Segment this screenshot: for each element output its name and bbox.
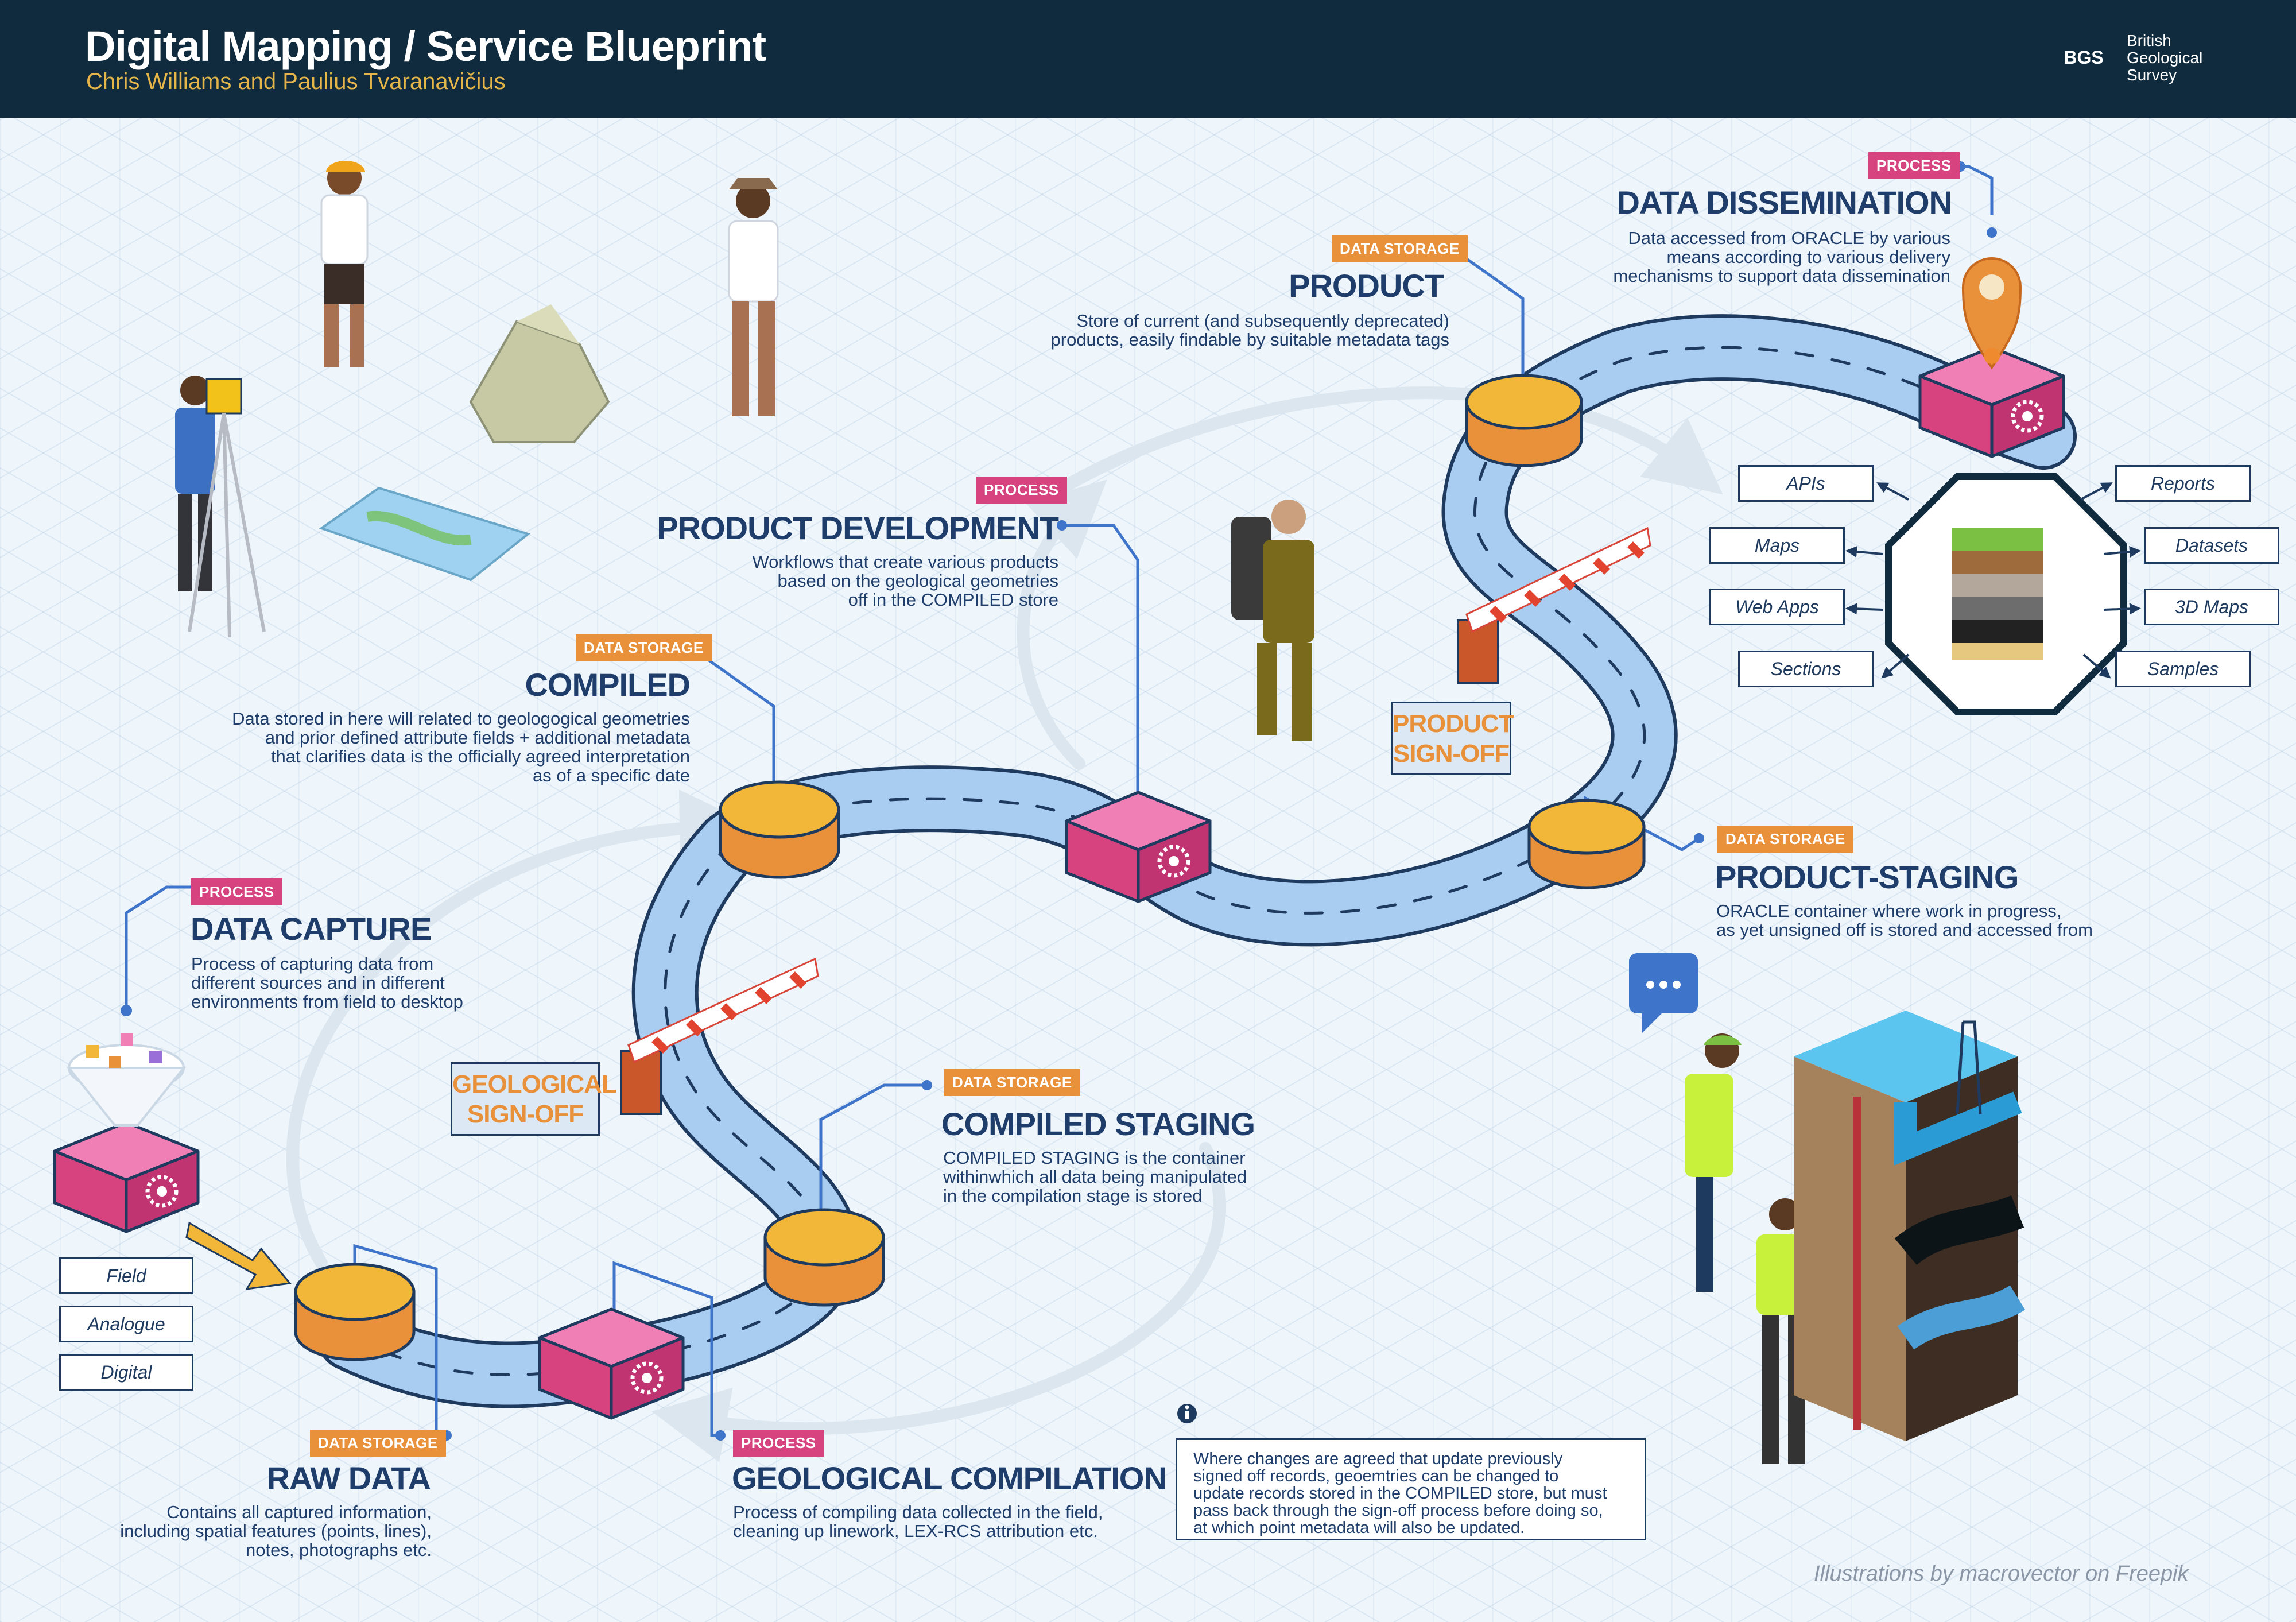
logo-line-1: British [2127, 32, 2171, 49]
product-staging-tag: DATA STORAGE [1717, 826, 1853, 853]
rock-illustration [469, 304, 610, 443]
output-reports: Reports [2115, 465, 2251, 502]
compiled-tag: DATA STORAGE [576, 634, 712, 661]
logo-abbrev: BGS [2064, 47, 2104, 68]
data-dissemination-tag: PROCESS [1868, 152, 1960, 179]
product-barrier [1457, 527, 1651, 684]
geologist-man-figure [728, 178, 779, 416]
location-pin-icon [1961, 257, 2022, 370]
output-datasets: Datasets [2144, 527, 2279, 564]
illustration-credit: Illustrations by macrovector on Freepik [1814, 1562, 2189, 1586]
geological-compilation-tag: PROCESS [733, 1430, 824, 1457]
compiled-cylinder [719, 780, 840, 879]
raw-data-desc: Contains all captured information, inclu… [120, 1502, 432, 1560]
logo-line-2: Geological [2127, 49, 2203, 67]
data-capture-tag: PROCESS [191, 878, 282, 905]
output-3d-maps: 3D Maps [2144, 589, 2279, 625]
header-bar [0, 0, 2296, 118]
compiled-staging-title: COMPILED STAGING [941, 1106, 1255, 1142]
data-dissemination-title: DATA DISSEMINATION [1616, 184, 1952, 220]
geology-block-illustration [1794, 1011, 2026, 1441]
product-development-tag: PROCESS [976, 477, 1067, 504]
people-illustrations [175, 161, 1808, 1464]
output-web-apps: Web Apps [1709, 589, 1845, 625]
compiled-staging-desc: COMPILED STAGING is the container within… [943, 1148, 1247, 1206]
geologist-woman-figure [320, 161, 369, 367]
data-dissemination-desc: Data accessed from ORACLE by various mea… [1613, 228, 1950, 286]
gear-icon-centers [157, 411, 2033, 1383]
chat-bubble-icon [1629, 953, 1698, 1033]
cycle-arrows [286, 386, 1723, 1462]
geological-signoff-label: GEOLOGICAL SIGN-OFF [451, 1062, 617, 1136]
product-title: PRODUCT [1289, 268, 1444, 304]
capture-source-field: Field [59, 1257, 193, 1294]
product-staging-desc: ORACLE container where work in progress,… [1716, 901, 2093, 940]
compiled-staging-tag: DATA STORAGE [944, 1069, 1080, 1096]
geological-signoff-line-1: GEOLOGICAL [452, 1070, 617, 1098]
output-sections: Sections [1738, 651, 1874, 687]
product-development-title: PRODUCT DEVELOPMENT [657, 510, 1059, 546]
surveyor-figure [175, 376, 266, 638]
map-illustration [319, 486, 531, 582]
engineer-figures [1685, 1033, 1808, 1464]
capture-arrow [185, 1221, 292, 1290]
info-icon [1177, 1404, 1197, 1423]
product-staging-cylinder [1527, 799, 1646, 889]
product-development-desc: Workflows that create various products b… [752, 552, 1058, 610]
product-signoff-label: PRODUCT SIGN-OFF [1391, 702, 1514, 775]
product-desc: Store of current (and subsequently depre… [1050, 311, 1449, 350]
compiled-desc: Data stored in here will related to geol… [232, 709, 690, 785]
geological-barrier [620, 957, 819, 1115]
info-note: Where changes are agreed that update pre… [1176, 1438, 1646, 1540]
data-capture-title: DATA CAPTURE [191, 911, 432, 947]
product-signoff-line-1: PRODUCT [1393, 710, 1514, 738]
raw-data-cylinder [294, 1263, 416, 1361]
capture-source-digital: Digital [59, 1354, 193, 1391]
hub-arrows [1845, 482, 2141, 679]
hiker-figure [1231, 500, 1314, 741]
data-capture-cube [53, 1121, 200, 1233]
compiled-title: COMPILED [525, 667, 691, 703]
capture-source-analogue: Analogue [59, 1306, 193, 1342]
product-cylinder [1465, 374, 1583, 467]
geological-signoff-line-2: SIGN-OFF [467, 1100, 584, 1128]
output-samples: Samples [2115, 651, 2251, 687]
product-signoff-line-2: SIGN-OFF [1393, 740, 1510, 768]
geological-compilation-title: GEOLOGICAL COMPILATION [732, 1460, 1167, 1496]
output-apis: APIs [1738, 465, 1874, 502]
gear-icons [145, 400, 2044, 1395]
data-capture-desc: Process of capturing data from different… [191, 954, 463, 1012]
page-title: Digital Mapping / Service Blueprint [85, 22, 766, 70]
product-staging-title: PRODUCT-STAGING [1715, 859, 2019, 895]
dissemination-hub [1885, 473, 2127, 715]
product-tag: DATA STORAGE [1332, 235, 1468, 262]
logo-line-3: Survey [2127, 66, 2177, 84]
data-funnel-illustration [66, 1033, 187, 1127]
raw-data-tag: DATA STORAGE [310, 1430, 446, 1457]
geological-compilation-desc: Process of compiling data collected in t… [733, 1502, 1103, 1541]
storage-cylinders [294, 374, 1646, 1361]
logo-text: British Geological Survey [2127, 32, 2202, 84]
output-maps: Maps [1709, 527, 1845, 564]
compiled-staging-cylinder [763, 1208, 885, 1307]
page-authors: Chris Williams and Paulius Tvaranavičius [86, 69, 506, 94]
raw-data-title: RAW DATA [266, 1460, 431, 1496]
